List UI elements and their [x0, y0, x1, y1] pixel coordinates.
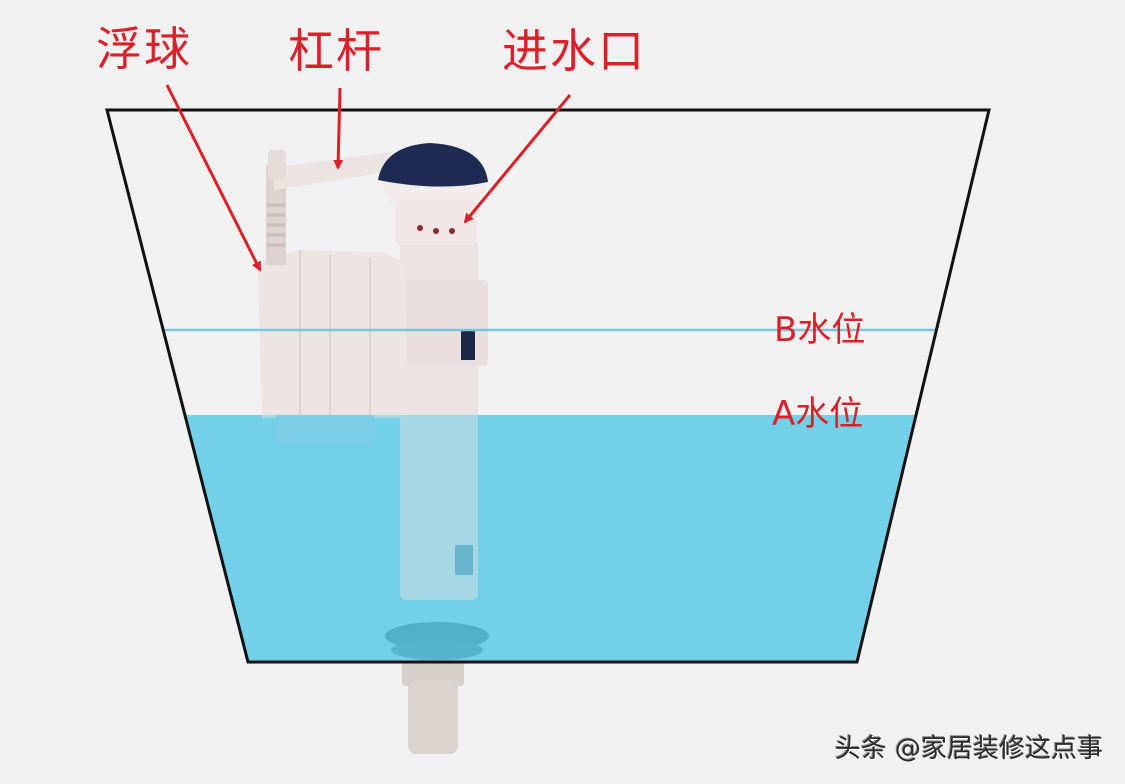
watermark: 头条 @家居装修这点事	[834, 734, 1103, 764]
water-overlay	[107, 415, 989, 662]
float-arrow	[165, 84, 262, 272]
float-label: 浮球	[96, 22, 192, 76]
lever-arrow	[333, 87, 344, 170]
a-level-label: A水位	[772, 394, 864, 434]
water-inlet-label: 进水口	[502, 24, 646, 78]
b-level-label: B水位	[774, 310, 866, 350]
inlet-arrow	[463, 94, 572, 224]
tank-outline	[105, 108, 991, 664]
lever-label: 杠杆	[288, 24, 384, 78]
